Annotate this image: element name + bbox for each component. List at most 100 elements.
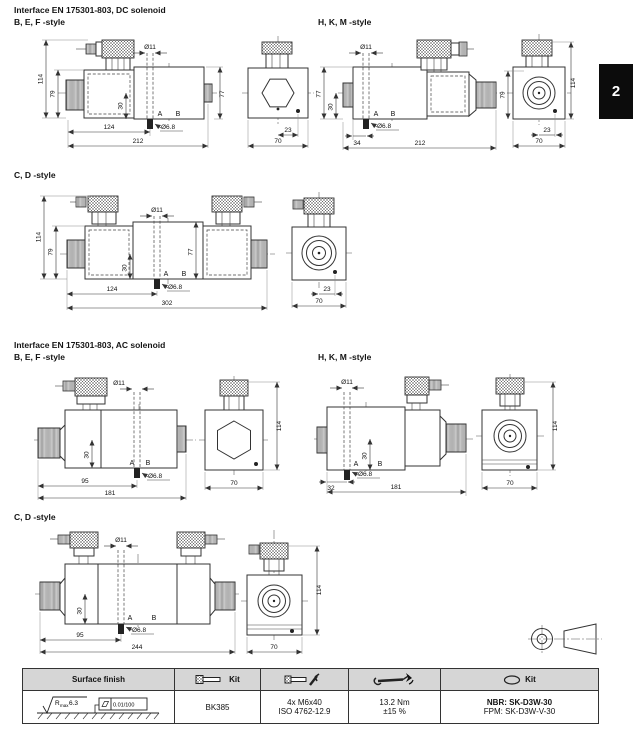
chapter-tab: 2 — [599, 64, 633, 119]
knurled-nut — [475, 81, 497, 109]
fixing-bolt — [254, 462, 258, 466]
drawing-dc-cd: 114 79 Ø11 77 30 A B Ø6.8 124 302 — [36, 192, 352, 311]
dim-label: Ø11 — [115, 537, 127, 544]
dim-label: 181 — [391, 484, 402, 491]
mounting-bolt — [344, 470, 350, 480]
ac-bef-style-label: B, E, F -style — [14, 352, 66, 362]
spec-table-value-row: R max 6.3 0.01/100 BK385 4x M6x40 ISO 47… — [22, 690, 599, 724]
torque-cell: 13.2 Nm ±15 % — [348, 690, 441, 724]
drawing-dc-hkm: Ø11 77 30 A B Ø6.8 34 212 — [316, 34, 577, 151]
screw-kit-header-label: Kit — [229, 675, 240, 684]
dim-label: 114 — [38, 73, 45, 84]
valve-body — [326, 406, 406, 471]
din-connector — [416, 39, 474, 72]
dim-label: 302 — [162, 300, 173, 307]
dim-label: 70 — [274, 138, 282, 145]
din-connector — [404, 376, 449, 410]
solenoid-coil — [426, 71, 470, 117]
din-connector — [521, 39, 553, 68]
port-a-label: A — [158, 111, 163, 118]
dim-label: Ø11 — [360, 44, 372, 51]
screw-kit-value: BK385 — [205, 702, 230, 712]
knurled-nut — [37, 427, 61, 459]
dim-label: Ø6.8 — [168, 284, 182, 291]
right-end-cap — [176, 425, 187, 453]
port-b-label: B — [378, 461, 383, 468]
end-view: 79 114 23 70 — [500, 34, 577, 149]
port-b-label: B — [176, 111, 181, 118]
side-view: 114 79 Ø11 77 30 A B Ø6.8 124 302 — [36, 195, 275, 311]
dim-label: 23 — [543, 127, 551, 134]
valve-body — [97, 563, 178, 625]
knurled-end-cap — [65, 79, 85, 111]
end-view: 114 70 — [241, 530, 323, 655]
side-view: Ø11 30 A B Ø6.8 95 244 — [35, 531, 240, 655]
solenoid-housing — [404, 409, 441, 467]
roughness-value: 6.3 — [69, 700, 78, 707]
oring-icon — [504, 674, 521, 685]
dim-label: Ø11 — [144, 44, 156, 51]
port-a-label: A — [354, 461, 359, 468]
dim-label: 114 — [570, 77, 577, 88]
ac-cd-style-label: C, D -style — [14, 512, 56, 522]
dim-label: 70 — [315, 298, 323, 305]
dim-label: 30 — [84, 451, 91, 459]
dim-label: 212 — [415, 140, 426, 147]
screw-wrench-icon — [284, 673, 319, 686]
dim-label: Ø6.8 — [377, 123, 391, 130]
dim-label: 79 — [48, 248, 55, 256]
torque-wrench-icon — [373, 672, 414, 685]
end-view: 23 70 — [242, 36, 314, 149]
surface-finish-header-label: Surface finish — [72, 675, 125, 684]
dc-bef-style-label: B, E, F -style — [14, 17, 66, 27]
valve-body — [352, 66, 428, 120]
seal-kit-cell: NBR: SK-D3W-30 FPM: SK-D3W-V-30 — [440, 690, 599, 724]
dim-label: 70 — [270, 644, 278, 651]
hex-nut — [261, 78, 295, 108]
dim-label: 23 — [284, 127, 292, 134]
right-end-cap — [203, 83, 213, 103]
socket-screw-icon — [195, 675, 221, 684]
dim-label: 70 — [230, 480, 238, 487]
dim-label: Ø6.8 — [358, 471, 372, 478]
mounting-bolt — [118, 624, 124, 634]
chapter-number: 2 — [611, 83, 621, 100]
cone-section — [59, 423, 66, 463]
valve-end-face — [481, 409, 538, 471]
valve-end-face — [204, 409, 264, 471]
cone-symbol — [563, 623, 597, 655]
dim-label: 32 — [327, 485, 335, 492]
seal-kit-nbr: NBR: SK-D3W-30 — [486, 698, 553, 707]
cone-right — [209, 576, 216, 618]
port-b-label: B — [146, 460, 151, 467]
fixing-bolt — [333, 270, 337, 274]
valve-body — [100, 409, 178, 469]
dim-label: 77 — [219, 90, 226, 98]
dim-label: Ø6.8 — [148, 473, 162, 480]
knurled-end-cap-right — [250, 239, 268, 269]
dim-label: 77 — [316, 90, 323, 98]
dim-label: 124 — [104, 124, 115, 131]
cone-section — [439, 414, 447, 462]
din-connector — [219, 379, 249, 411]
side-view: Ø11 30 A B Ø6.8 95 181 — [34, 377, 196, 501]
dim-label: 77 — [188, 248, 195, 256]
dim-label: 34 — [353, 140, 361, 147]
dim-label: 124 — [107, 286, 118, 293]
dim-label: 70 — [506, 480, 514, 487]
surface-finish-cell: R max 6.3 0.01/100 — [22, 690, 175, 724]
din-connector — [261, 41, 293, 69]
din-connector-left — [50, 531, 99, 564]
hex-nut — [217, 420, 251, 460]
side-view: Ø11 30 A B Ø6.8 32 181 — [314, 376, 474, 496]
dim-label: Ø6.8 — [161, 124, 175, 131]
screw-kit-cell: BK385 — [174, 690, 261, 724]
fixing-bolt — [296, 109, 300, 113]
dim-label: 30 — [328, 103, 335, 111]
surface-finish-symbol: R max 6.3 0.01/100 — [36, 696, 159, 720]
dim-label: 70 — [535, 138, 543, 145]
knurled-end-cap-left — [66, 239, 86, 269]
dc-section-title: Interface EN 175301-803, DC solenoid — [14, 5, 166, 15]
fixing-bolt — [526, 465, 530, 469]
dim-label: 30 — [122, 264, 129, 272]
